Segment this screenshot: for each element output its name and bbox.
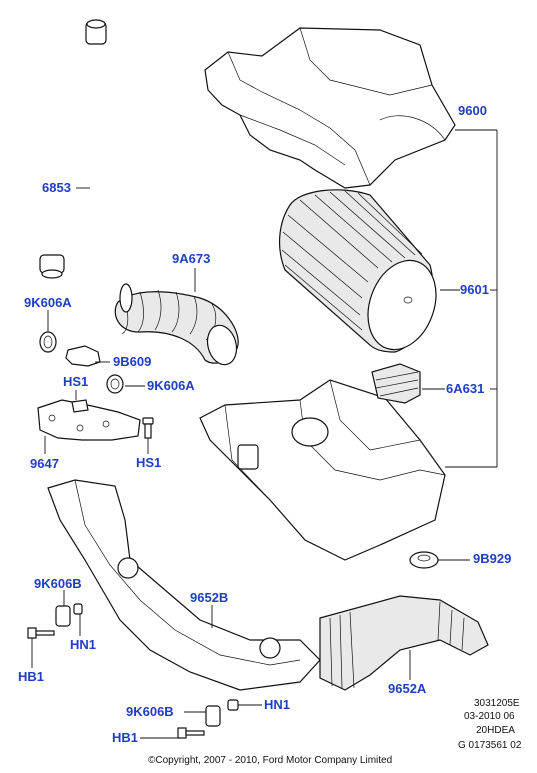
fasteners-lower (27, 603, 239, 739)
leader-lines (31, 129, 498, 739)
bolt-HS1 (142, 417, 154, 439)
label-9652A: 9652A (388, 681, 427, 696)
label-HB1-upper: HB1 (18, 669, 45, 684)
grommet-9K606A-right (106, 374, 124, 394)
reference-date: 03-2010 06 (464, 711, 515, 722)
air-duct-9652B (47, 479, 321, 691)
grommet-9K606A-left (39, 331, 57, 353)
label-9600: 9600 (458, 103, 487, 118)
label-9B929: 9B929 (473, 551, 512, 566)
air-cleaner-body (199, 379, 446, 561)
reference-code: 3031205E (474, 698, 520, 709)
label-9A673: 9A673 (172, 251, 211, 266)
illustration-number: G 0173561 02 (458, 740, 522, 751)
label-9B609: 9B609 (113, 354, 152, 369)
label-HS1-top: HS1 (63, 374, 89, 389)
air-cleaner-cover-9600 (204, 27, 456, 189)
resonator-6A631 (371, 363, 421, 404)
intake-hose-9A673 (114, 283, 239, 366)
clip-9B609 (65, 345, 101, 367)
label-9652B: 9652B (190, 590, 229, 605)
air-filter-element-9601 (279, 189, 437, 353)
label-HB1-lower: HB1 (112, 730, 139, 745)
grommet-9B929 (409, 551, 439, 569)
label-9K606B-upper: 9K606B (34, 576, 82, 591)
bracket-9647 (37, 399, 141, 441)
label-6853: 6853 (42, 180, 71, 195)
label-HN1-lower: HN1 (264, 697, 291, 712)
label-9K606A-right: 9K606A (147, 378, 195, 393)
label-HS1-bottom: HS1 (136, 455, 162, 470)
label-9647: 9647 (30, 456, 59, 471)
copyright-notice: ©Copyright, 2007 - 2010, Ford Motor Comp… (148, 755, 393, 766)
label-9K606B-lower: 9K606B (126, 704, 174, 719)
air-duct-9652A (319, 595, 489, 691)
engine-code: 20HDEA (476, 725, 515, 736)
label-6A631: 6A631 (446, 381, 485, 396)
breather-hose-6853 (39, 19, 188, 279)
label-HN1-upper: HN1 (70, 637, 97, 652)
label-9601: 9601 (460, 282, 489, 297)
label-9K606A-left: 9K606A (24, 295, 72, 310)
